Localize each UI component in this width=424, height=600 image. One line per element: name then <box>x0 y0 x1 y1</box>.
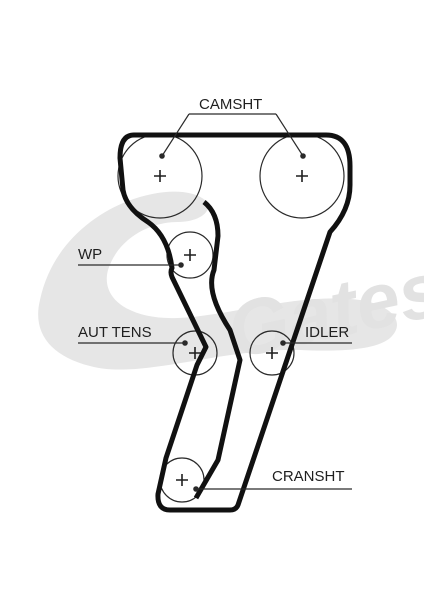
gates-watermark-logo: Gates <box>38 191 424 375</box>
belt-inner-divider <box>193 200 243 500</box>
leader-dot <box>178 262 184 268</box>
cross-icon <box>296 170 308 182</box>
leader-dot <box>280 340 286 346</box>
pulley-centers <box>154 170 308 486</box>
idler-label: IDLER <box>305 324 350 341</box>
cross-icon <box>266 347 278 359</box>
cross-icon <box>189 347 201 359</box>
camsht-leader-right <box>275 113 304 157</box>
timing-belt <box>117 132 353 513</box>
camsht-leader-left <box>161 113 190 157</box>
idler-pulley <box>249 330 295 376</box>
cross-icon <box>184 249 196 261</box>
leader-dot <box>300 153 306 159</box>
cross-icon <box>154 170 166 182</box>
camsht-label: CAMSHT <box>199 96 263 113</box>
leader-lines <box>78 113 352 492</box>
wp-label: WP <box>78 246 103 263</box>
leader-dot <box>193 486 199 492</box>
cransht-label: CRANSHT <box>272 468 345 485</box>
leader-dot <box>159 153 165 159</box>
aut-tens-label: AUT TENS <box>78 324 152 341</box>
leader-dot <box>182 340 188 346</box>
cross-icon <box>176 474 188 486</box>
